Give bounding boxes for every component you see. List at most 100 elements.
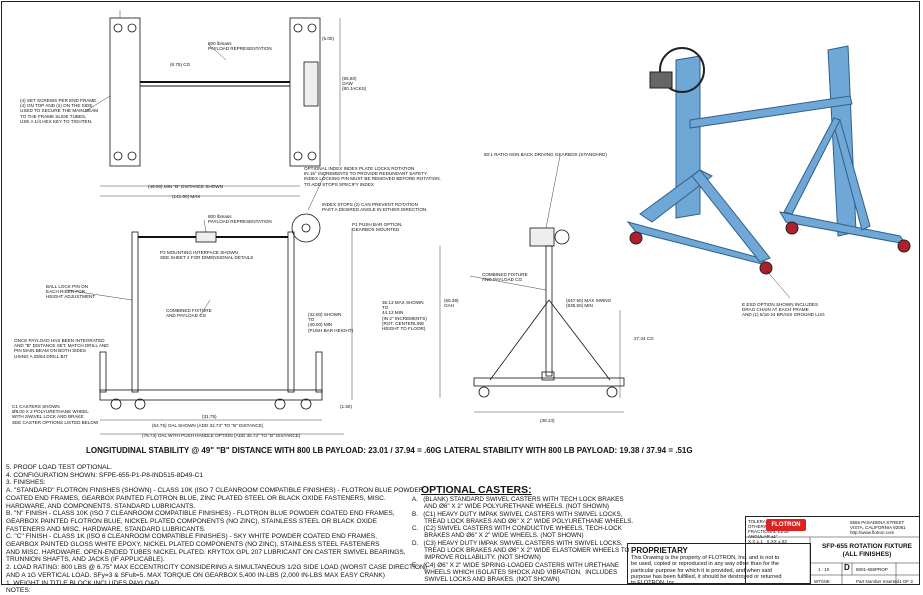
caster xyxy=(127,23,137,33)
callout-dim-3200: (32.00) SHOWN TO (40.00) MIN (PUSH BAR H… xyxy=(308,312,354,333)
side-leg-left xyxy=(489,299,550,381)
note-line: NOTES: xyxy=(6,587,31,595)
title-block-weight: WT/INE xyxy=(814,579,830,584)
callout-ball-lock: BALL LOCK PIN ON EACH RISER FOR HEIGHT A… xyxy=(46,284,96,300)
note-line: HARDWARE, AND COMPONENTS. STANDARD LUBRI… xyxy=(6,502,196,510)
callout-dim-150: (1.50) xyxy=(340,404,353,409)
note-line: 1. WEIGHT IN TITLE BLOCK INCLUDES PAYLOA… xyxy=(6,579,161,587)
iso-leg xyxy=(639,169,713,223)
front-view xyxy=(99,185,353,435)
caster xyxy=(113,151,123,161)
callout-setscrews: (4) SET SCREWS PER END FRAME. (4) ON TOP… xyxy=(20,98,99,124)
proprietary-text: This Drawing is the property of FLOTRON,… xyxy=(631,555,782,587)
top-view-left-frame xyxy=(109,17,141,167)
iso-caster xyxy=(785,221,799,235)
caster xyxy=(113,23,123,33)
note-line: A. "STANDARD" FLOTRON FINISHES (SHOWN) -… xyxy=(6,487,424,495)
callout-push-bar: P1 PUSH BAR OPTION, GEARBOX MOUNTED xyxy=(352,222,403,233)
callout-dim-3613: 36.13 MAX SHOWN TO 44.13 MIN (IN 2" INCR… xyxy=(382,300,427,332)
callout-gearbox: 60:1 RATIO NON BACK DRIVING GEARBOX (STA… xyxy=(484,152,607,157)
callout-dim-oah: (65.39) OAH xyxy=(444,298,459,309)
side-caster xyxy=(606,386,618,398)
title-block-title: SFP-655 ROTATION FIXTURE (ALL FINISHES) xyxy=(821,543,913,558)
caster xyxy=(293,23,303,33)
callout-combined-cg-2: COMBINED FIXTURE AND PAYLOAD CG xyxy=(482,272,528,283)
side-gearbox xyxy=(529,227,555,247)
caster-option: E. (C4) Ø6" X 2" WIDE SPRING-LOADED CAST… xyxy=(412,561,620,584)
optional-casters-title: OPTIONAL CASTERS: xyxy=(421,484,532,496)
title-block-grid xyxy=(746,536,920,585)
proprietary-title: PROPRIETARY xyxy=(631,546,688,555)
title-block-sheet: 1 OF 3 xyxy=(899,579,913,584)
front-caster xyxy=(274,398,286,410)
callout-once-payload: ONCE PAYLOAD HAS BEEN INTEGRATED AND "B"… xyxy=(14,338,109,359)
callout-dim-6475: (64.75) OAL SHOWN (ADD 32.73" TO "B" DIS… xyxy=(152,423,264,428)
callout-dim-3813: (38.13) xyxy=(540,418,555,423)
callout-index-stops: INDEX STOPS (2) CAN PREVENT ROTATION PAS… xyxy=(322,202,428,213)
title-block: TOLERANCES UNLESS OTHERWISE SPECIFIED FR… xyxy=(745,516,920,585)
callout-cg-top: (6.75) CG xyxy=(170,62,191,67)
optional-casters-list: A. (BLANK) STANDARD SWIVEL CASTERS WITH … xyxy=(412,496,634,584)
callout-dim-141: (141.00) MAX xyxy=(172,194,201,199)
note-line: C. "C" FINISH - CLASS 1K (ISO 6 CLEANROO… xyxy=(6,533,377,541)
front-left-riser xyxy=(131,231,139,393)
iso-leg xyxy=(783,117,841,215)
front-caster xyxy=(134,398,146,410)
top-view-right-frame xyxy=(289,17,321,167)
callout-dim-cg-side: 27.44 CG xyxy=(634,336,654,341)
caption-lateral-stability: LATERAL STABILITY WITH 800 LB PAYLOAD: 1… xyxy=(444,446,693,455)
caster xyxy=(307,151,317,161)
callout-index-plate: OPTIONAL INDEX INDEX PLATE LOCKS ROTATIO… xyxy=(304,166,441,187)
note-line: GEARBOX PAINTED GLOSS WHITE EPOXY, NICKE… xyxy=(6,541,380,549)
callout-dim-swing: (647.50) MAX SWING (835.50) MIN xyxy=(566,298,612,309)
flotron-logo: FLOTRON xyxy=(766,519,806,531)
callout-payload-representation: 800 lbmass PAYLOAD REPRESENTATION xyxy=(208,41,272,52)
note-line: FASTENERS AND MISC. HARDWARE. STANDARD L… xyxy=(6,525,206,533)
note-line: TRUNNION SHAFTS, AND JACKS (IF APPLICABL… xyxy=(6,556,165,564)
callout-oaw: (55.60) OAW (80 JACKS) xyxy=(342,76,367,92)
drawing-sheet xyxy=(1,1,920,585)
caster xyxy=(307,23,317,33)
note-line: AND A 1G VERTICAL LOAD. SFy=3 & SFult=5.… xyxy=(6,571,385,579)
note-line: 4. CONFIGURATION SHOWN: SFPE-655-P1-P8-I… xyxy=(6,471,204,479)
note-line: 3. FINISHES: xyxy=(6,479,46,487)
front-payload xyxy=(195,231,217,243)
iso-caster xyxy=(759,261,773,275)
proprietary-box: PROPRIETARY This Drawing is the property… xyxy=(627,543,811,587)
side-caster xyxy=(478,386,490,398)
callout-payload-representation-2: 800 lbmass PAYLOAD REPRESENTATION xyxy=(208,214,272,225)
note-line: 5. PROOF LOAD TEST OPTIONAL. xyxy=(6,464,113,471)
callout-mount-interface: P2 MOUNTING INTERFACE SHOWN SEE SHEET 2 … xyxy=(160,250,254,261)
callout-dim-500: (5.00) xyxy=(322,36,335,41)
front-caster xyxy=(300,398,312,410)
note-line: COATED END FRAMES, GEARBOX PAINTED FLOTR… xyxy=(6,494,386,502)
front-handwheel xyxy=(291,213,321,243)
callout-combined-cg: COMBINED FIXTURE AND PAYLOAD CG xyxy=(166,308,212,319)
front-right-riser xyxy=(287,231,295,393)
note-line: GEARBOX PAINTED FLOTRON BLUE, NICKEL PLA… xyxy=(6,517,378,525)
title-block-scale: 1 : 10 xyxy=(818,567,830,572)
iso-main-beam xyxy=(689,95,853,129)
side-leg-right xyxy=(548,299,611,381)
caption-longitudinal-stability: LONGITUDINAL STABILITY @ 49" "B" DISTANC… xyxy=(86,446,442,455)
leaders xyxy=(65,43,791,317)
caster-option: B. (C1) HEAVY DUTY IMPAK SWIVEL CASTERS … xyxy=(412,510,634,525)
callout-dim-49: (49.00) MIN "B" DISTANCE SHOWN xyxy=(148,184,223,189)
iso-leg xyxy=(691,169,771,263)
note-line: B. "N" FINISH - CLASS 10K (ISO 7 CLEANRO… xyxy=(6,510,395,518)
caster xyxy=(127,151,137,161)
side-riser xyxy=(545,245,553,377)
top-view xyxy=(109,10,341,167)
callout-esd: E ESD OPTION SHOWN INCLUDES DRAG CHAIN A… xyxy=(742,302,825,318)
notes-block: 5. PROOF LOAD TEST OPTIONAL. 4. CONFIGUR… xyxy=(6,464,427,595)
caster xyxy=(293,151,303,161)
title-block-address: 5665 PASADENA STREET VISTA, CALIFORNIA 9… xyxy=(850,520,906,535)
title-block-size: D xyxy=(844,563,850,572)
top-view-payload xyxy=(303,61,319,107)
title-block-dwg-no: 8001-655PROP xyxy=(856,567,888,572)
front-caster xyxy=(110,398,122,410)
iso-gearbox xyxy=(649,71,673,89)
iso-caster xyxy=(629,231,643,245)
isometric-view xyxy=(626,45,911,275)
